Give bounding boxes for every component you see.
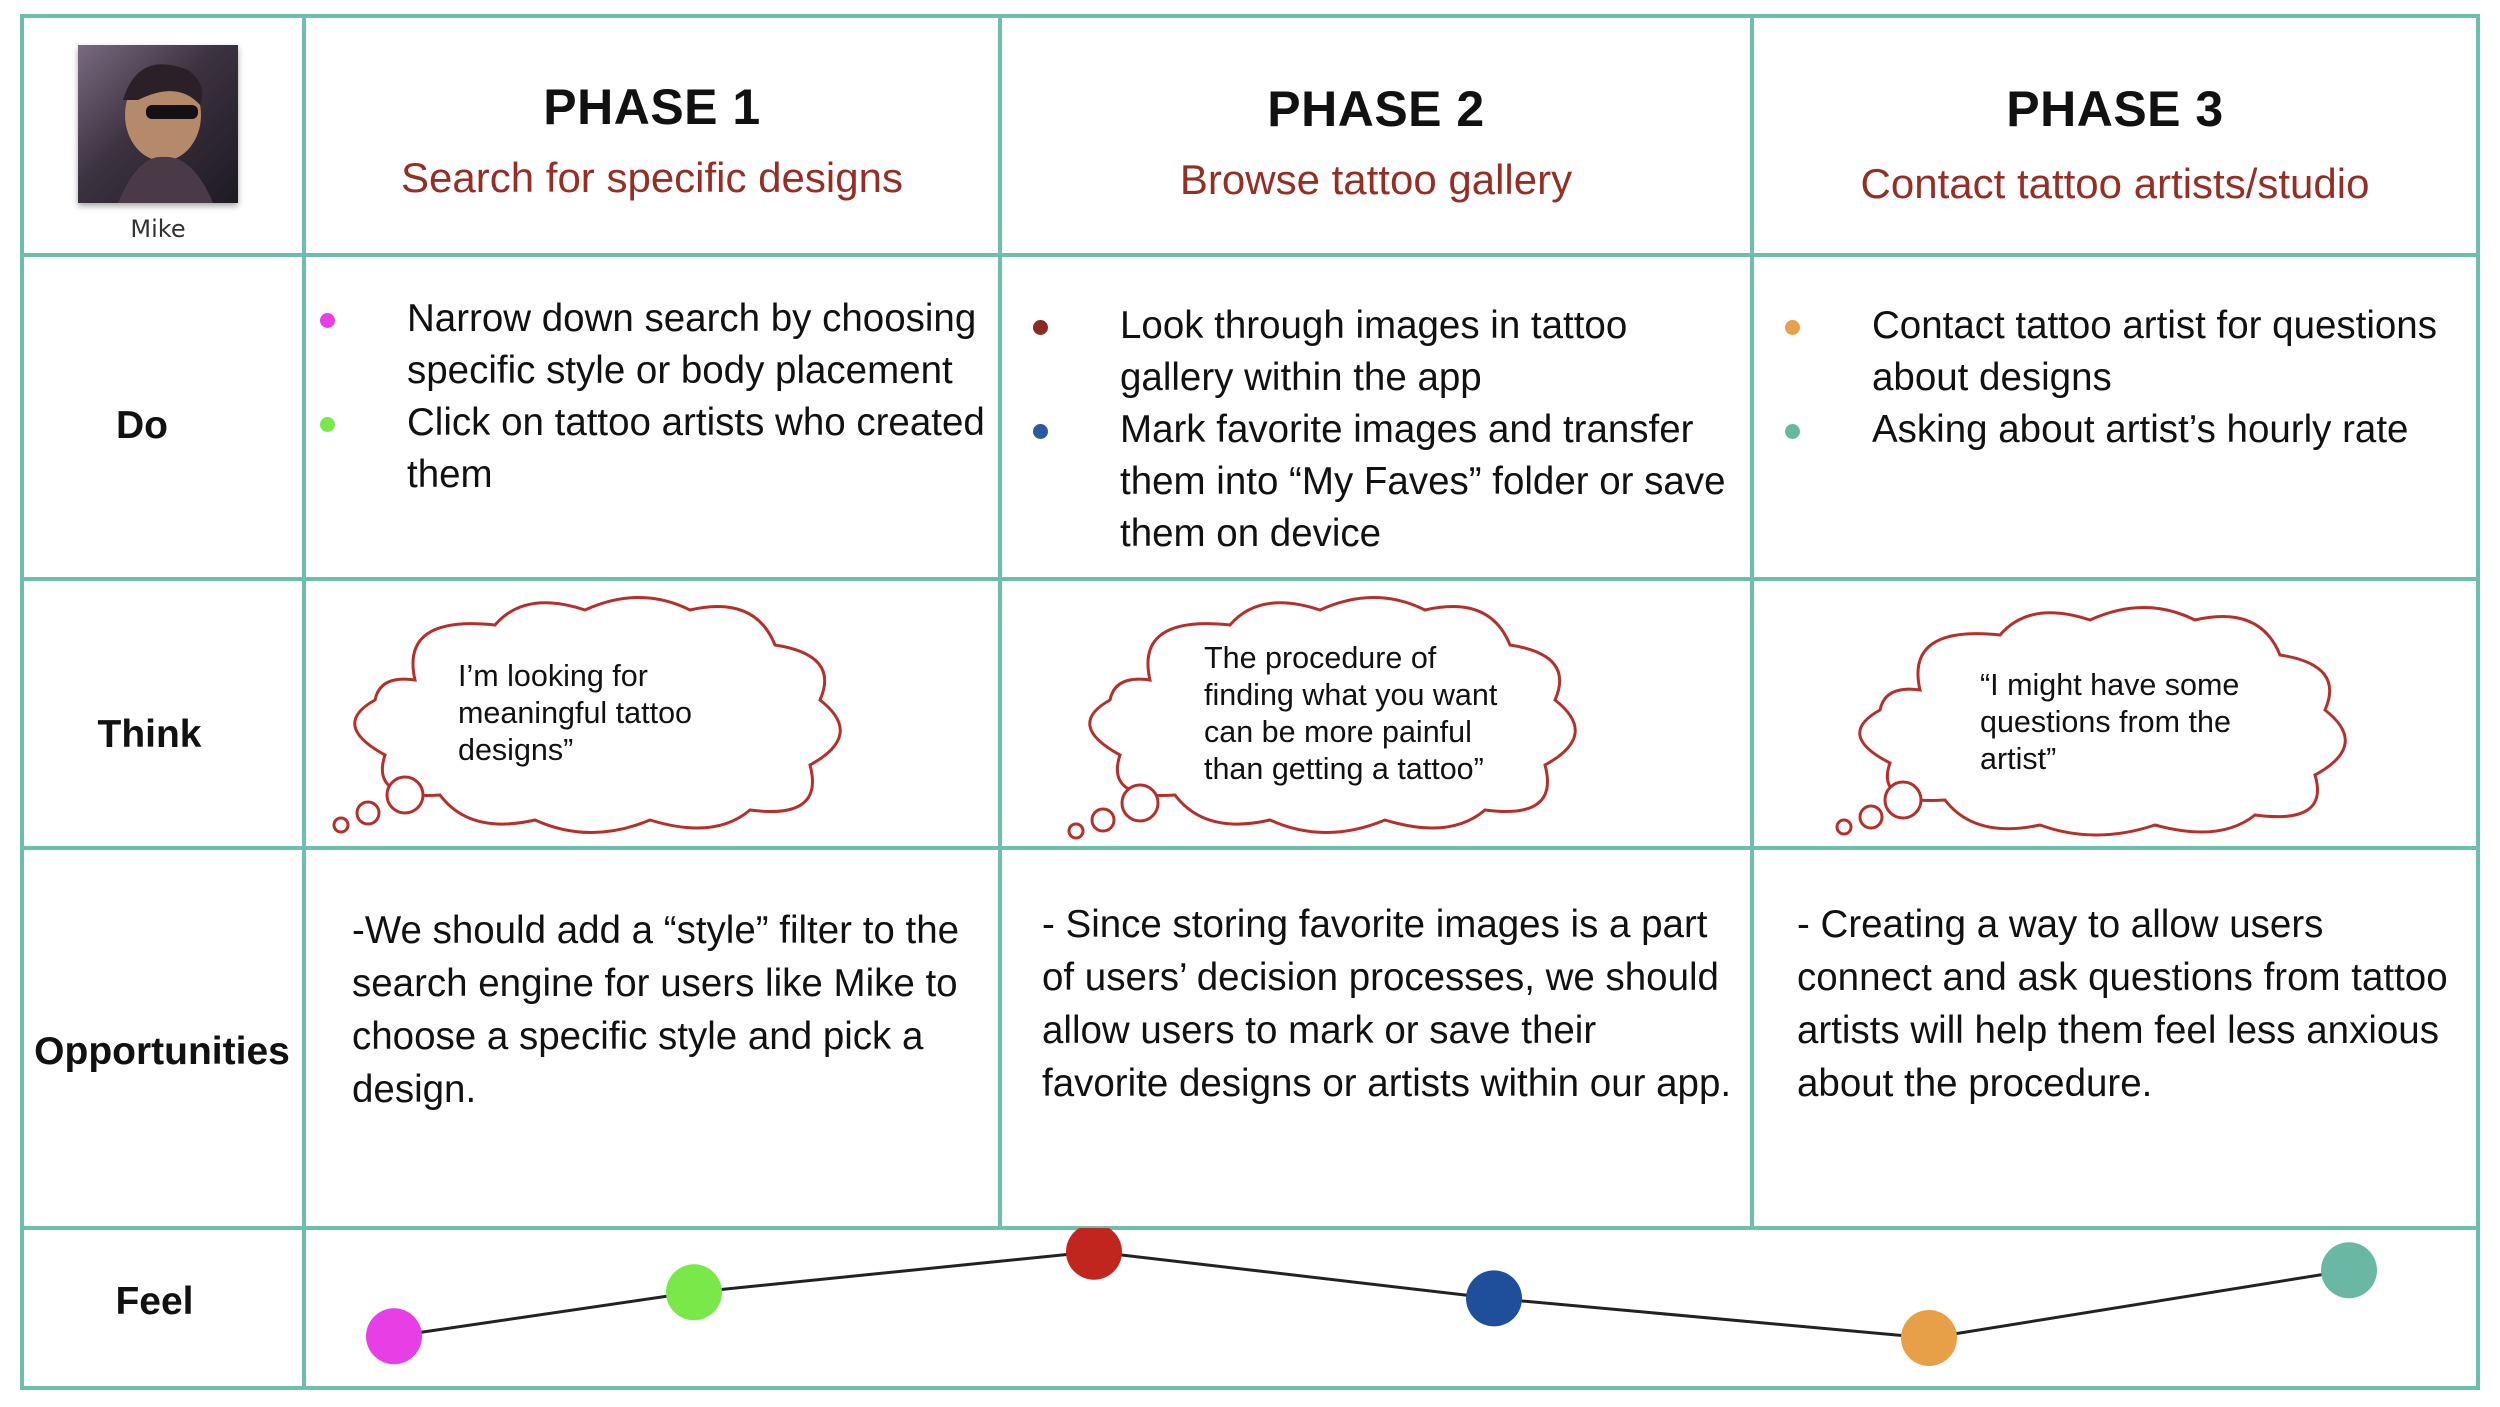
phase-2-header: PHASE 2 Browse tattoo gallery	[1000, 80, 1752, 204]
phase-3-title: PHASE 3	[2006, 81, 2224, 137]
feel-curve	[366, 1228, 2377, 1366]
phase-1-title: PHASE 1	[543, 79, 761, 135]
row-label-feel: Feel	[115, 1280, 194, 1323]
phase-1-thought-cloud	[332, 596, 842, 834]
row-label-do: Do	[116, 404, 168, 447]
feel-curve-line	[393, 1250, 2350, 1340]
phase-1-header: PHASE 1 Search for specific designs	[304, 78, 1000, 202]
bullet-dot-icon	[320, 313, 335, 328]
bullet-dot-icon	[1785, 424, 1800, 439]
feel-point-2	[666, 1264, 722, 1321]
phase-2-subtitle: Browse tattoo gallery	[1179, 156, 1573, 203]
phase-2-thought-cloud	[1067, 596, 1577, 840]
do-item-text: Mark favorite images and transfer them i…	[1120, 408, 1726, 555]
do-item: Look through images in tattoo gallery wi…	[1028, 300, 1728, 404]
bullet-dot-icon	[1785, 320, 1800, 335]
phase-3-do-list: Contact tattoo artist for questions abou…	[1780, 300, 2470, 456]
phase-2-opportunity: - Since storing favorite images is a par…	[1042, 903, 1732, 1105]
do-item-text: Look through images in tattoo gallery wi…	[1120, 304, 1628, 399]
feel-point-4	[1466, 1270, 1522, 1327]
persona-avatar	[78, 45, 238, 203]
do-item-text: Click on tattoo artists who created them	[407, 401, 985, 496]
phase-2-thought-text: The procedure of finding what you want c…	[1204, 641, 1498, 786]
phase-3-thought-cloud	[1835, 606, 2347, 837]
phase-2-title: PHASE 2	[1267, 81, 1485, 137]
do-item: Mark favorite images and transfer them i…	[1028, 404, 1728, 560]
phase-1-opportunity: -We should add a “style” filter to the s…	[352, 909, 960, 1111]
phase-3-header: PHASE 3 Contact tattoo artists/studio	[1752, 80, 2478, 208]
do-item: Click on tattoo artists who created them	[315, 397, 985, 501]
feel-point-1	[366, 1308, 422, 1365]
feel-point-3	[1066, 1228, 1122, 1280]
feel-point-5	[1901, 1310, 1957, 1366]
phase-3-subtitle: Contact tattoo artists/studio	[1860, 160, 2370, 207]
do-item-text: Contact tattoo artist for questions abou…	[1872, 304, 2437, 399]
bullet-dot-icon	[1033, 320, 1048, 335]
phase-2-do-list: Look through images in tattoo gallery wi…	[1028, 300, 1728, 560]
do-item: Narrow down search by choosing specific …	[315, 293, 985, 397]
row-label-opportunities: Opportunities	[34, 1030, 290, 1073]
do-item: Asking about artist’s hourly rate	[1780, 404, 2470, 456]
phase-1-do-list: Narrow down search by choosing specific …	[315, 293, 985, 501]
bullet-dot-icon	[320, 417, 335, 432]
do-item-text: Asking about artist’s hourly rate	[1872, 408, 2409, 451]
bullet-dot-icon	[1033, 424, 1048, 439]
phase-1-thought-text: I’m looking for meaningful tattoo design…	[458, 659, 692, 767]
phase-3-opportunity: - Creating a way to allow users connect …	[1797, 903, 2448, 1105]
persona-photo-icon	[118, 64, 213, 203]
do-item-text: Narrow down search by choosing specific …	[407, 297, 977, 392]
persona-name: Mike	[130, 215, 186, 243]
phase-1-subtitle: Search for specific designs	[401, 154, 903, 201]
phase-3-thought-text: “I might have some questions from the ar…	[1980, 668, 2240, 776]
do-item: Contact tattoo artist for questions abou…	[1780, 300, 2470, 404]
feel-point-6	[2321, 1242, 2377, 1299]
row-label-think: Think	[97, 713, 202, 756]
